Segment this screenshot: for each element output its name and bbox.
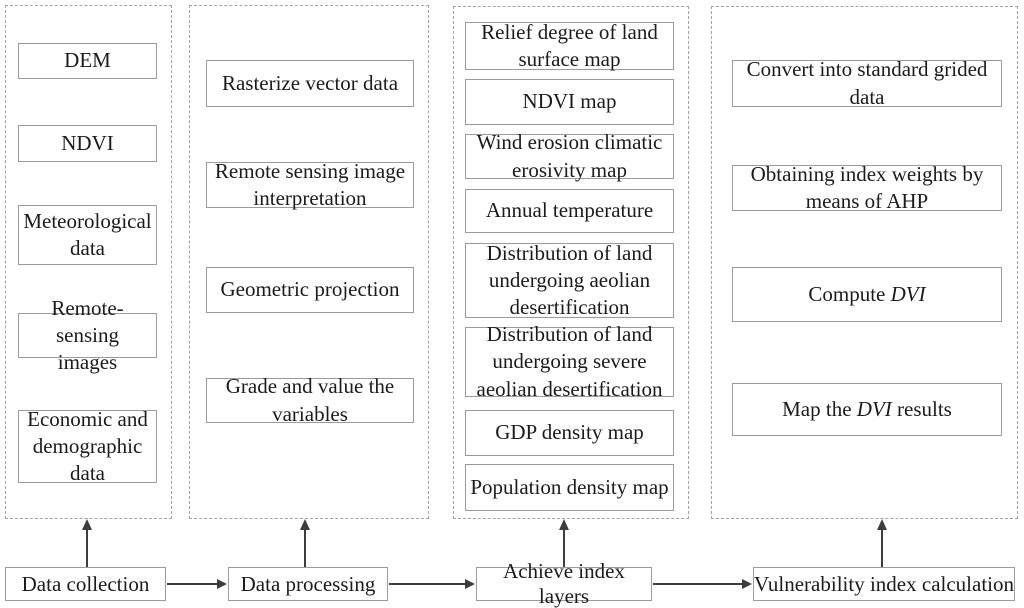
node-label: Meteorological data	[23, 208, 152, 260]
label-prefix: Compute	[808, 281, 891, 306]
node-label: GDP density map	[495, 420, 644, 445]
node-label: Geometric projection	[220, 277, 400, 302]
node-label: Grade and value the variables	[225, 374, 395, 426]
stage-data-processing: Data processing	[228, 567, 388, 601]
node-obtain-index-weights-ahp: Obtaining index weights by means of AHP	[732, 162, 1002, 213]
node-geometric-projection: Geometric projection	[206, 267, 414, 313]
node-distribution-severe-aeolian-desertification: Distribution of land undergoing severe a…	[465, 322, 674, 401]
arrow-up-index-calculation-icon	[877, 519, 887, 567]
node-population-density-map: Population density map	[465, 464, 674, 511]
node-ndvi-map: NDVI map	[465, 79, 674, 125]
node-economic-demographic-data: Economic and demographic data	[18, 407, 157, 485]
stage-achieve-index-layers: Achieve index layers	[476, 559, 652, 608]
label-prefix: Map the	[782, 396, 857, 421]
stage-label: Data processing	[240, 571, 376, 596]
group-index-calculation	[711, 6, 1018, 519]
node-label: DEM	[64, 48, 111, 73]
node-gdp-density-map: GDP density map	[465, 410, 674, 456]
node-remote-sensing-interpretation: Remote sensing image interpretation	[206, 159, 414, 210]
node-convert-standard-grid: Convert into standard grided data	[732, 57, 1002, 109]
group-data-collection	[5, 5, 172, 519]
node-label: Distribution of land undergoing severe a…	[476, 322, 663, 401]
node-wind-erosion-map: Wind erosion climatic erosivity map	[465, 130, 674, 182]
node-distribution-aeolian-desertification: Distribution of land undergoing aeolian …	[465, 241, 674, 319]
stage-label: Vulnerability index calculation	[754, 571, 1014, 596]
node-remote-sensing-images: Remote-sensing images	[18, 296, 157, 374]
node-label: Wind erosion climatic erosivity map	[476, 130, 663, 182]
node-label: Annual temperature	[485, 198, 654, 223]
stage-vulnerability-index-calculation: Vulnerability index calculation	[753, 567, 1015, 601]
arrow-index-layers-to-calculation-icon	[653, 579, 752, 589]
node-label: NDVI map	[522, 89, 617, 114]
arrow-up-collection-icon	[82, 519, 92, 567]
arrow-processing-to-index-layers-icon	[389, 579, 475, 589]
node-label: Map the DVI results	[782, 396, 952, 423]
label-italic-dvi: DVI	[856, 396, 892, 421]
node-map-dvi-results: Map the DVI results	[732, 383, 1002, 436]
label-italic-dvi: DVI	[890, 281, 926, 306]
arrow-up-index-layers-icon	[559, 519, 569, 567]
node-annual-temperature: Annual temperature	[465, 189, 674, 233]
node-label: Economic and demographic data	[27, 406, 148, 486]
node-relief-degree-map: Relief degree of land surface map	[465, 20, 674, 71]
node-label: NDVI	[61, 130, 114, 155]
node-compute-dvi: Compute DVI	[732, 267, 1002, 322]
node-label: Rasterize vector data	[221, 70, 399, 95]
arrow-up-processing-icon	[300, 519, 310, 567]
node-dem: DEM	[18, 43, 157, 79]
node-label: Remote sensing image interpretation	[214, 158, 406, 210]
node-label: Relief degree of land surface map	[481, 19, 658, 71]
stage-label: Data collection	[21, 571, 150, 596]
node-grade-value-variables: Grade and value the variables	[206, 374, 414, 426]
node-ndvi: NDVI	[18, 125, 157, 162]
arrow-collection-to-processing-icon	[167, 579, 227, 589]
node-meteorological-data: Meteorological data	[18, 205, 157, 265]
node-label: Distribution of land undergoing aeolian …	[486, 240, 653, 320]
group-data-processing	[189, 5, 429, 519]
node-label: Convert into standard grided data	[746, 57, 988, 109]
label-suffix: results	[891, 396, 952, 421]
stage-data-collection: Data collection	[5, 567, 166, 601]
node-label: Compute DVI	[808, 281, 925, 308]
node-label: Population density map	[470, 474, 669, 499]
node-rasterize-vector-data: Rasterize vector data	[206, 60, 414, 107]
node-label: Remote-sensing images	[51, 295, 124, 375]
node-label: Obtaining index weights by means of AHP	[750, 161, 984, 213]
group-index-layers	[453, 6, 689, 519]
